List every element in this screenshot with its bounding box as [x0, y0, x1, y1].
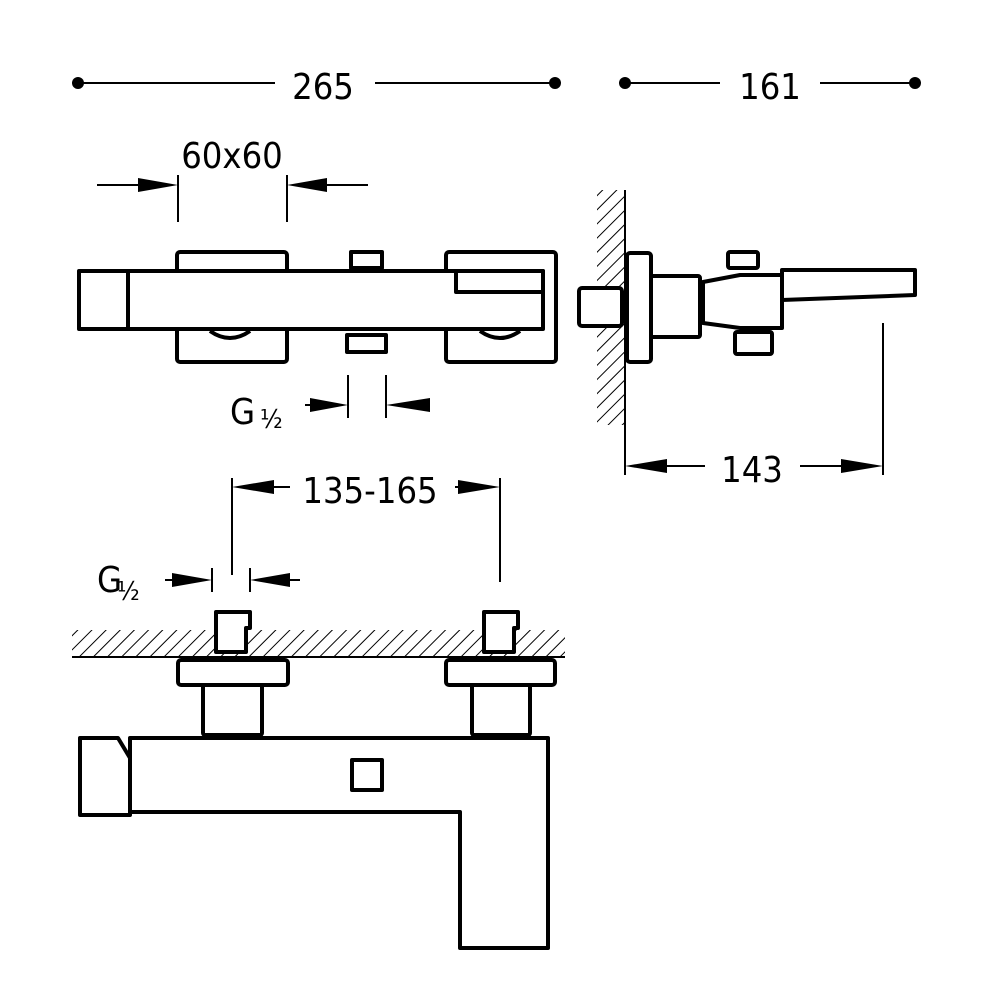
- plan-view: [72, 610, 565, 950]
- dimension-label-60x60: 60x60: [181, 136, 283, 177]
- thread-label-top: G: [97, 560, 122, 601]
- dimension-265: 265: [72, 67, 561, 108]
- dimension-thread-top: G ½: [97, 560, 300, 607]
- dimension-161: 161: [619, 67, 921, 108]
- dimension-label-265: 265: [292, 67, 354, 108]
- dimension-143: 143: [625, 450, 883, 491]
- dimension-thread-front: G ½: [230, 375, 430, 435]
- thread-label-front: G: [230, 392, 255, 433]
- thread-fraction-front: ½: [260, 405, 283, 435]
- thread-fraction-top: ½: [117, 577, 140, 607]
- dimension-label-135-165: 135-165: [302, 471, 437, 512]
- side-view: [577, 190, 917, 475]
- front-view: [77, 250, 558, 364]
- dimension-label-161: 161: [739, 67, 801, 108]
- dimension-60x60: 60x60: [97, 136, 368, 222]
- dimension-135-165: 135-165: [231, 471, 501, 582]
- dimension-label-143: 143: [721, 450, 783, 491]
